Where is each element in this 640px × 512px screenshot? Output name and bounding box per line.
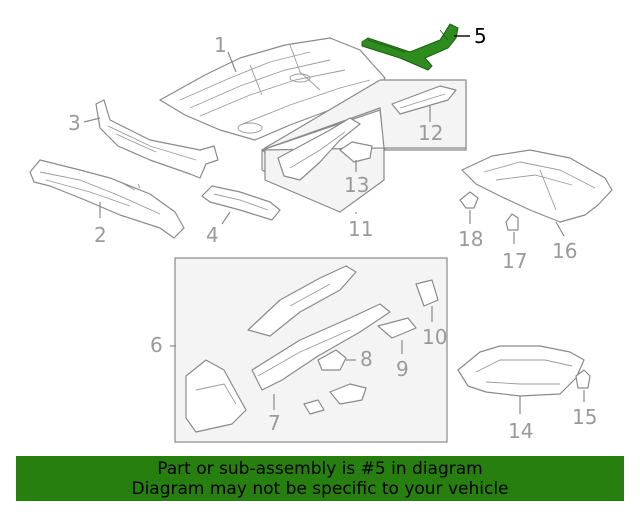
callout-2: 2 xyxy=(94,223,107,247)
group-6-box xyxy=(174,257,448,443)
callout-12: 12 xyxy=(418,121,443,145)
info-banner: Part or sub-assembly is #5 in diagram Di… xyxy=(16,456,624,501)
part-14-tray xyxy=(457,345,585,397)
callout-3: 3 xyxy=(68,111,81,135)
part-4-bracket xyxy=(201,185,281,221)
group-11-box xyxy=(260,79,467,213)
callouts: 1 2 3 4 5 6 7 8 9 10 11 12 13 14 15 16 1… xyxy=(68,24,597,443)
callout-7: 7 xyxy=(268,411,281,435)
callout-16: 16 xyxy=(552,239,577,263)
part-17-fastener xyxy=(505,213,519,231)
callout-9: 9 xyxy=(396,357,409,381)
callout-6: 6 xyxy=(150,333,163,357)
callout-1: 1 xyxy=(214,33,227,57)
callout-18: 18 xyxy=(458,227,483,251)
part-5-crossmember xyxy=(361,23,459,71)
callout-11: 11 xyxy=(348,217,373,241)
callout-4: 4 xyxy=(206,223,219,247)
part-2-side-sill xyxy=(29,159,185,239)
leader-lines xyxy=(83,35,585,414)
callout-13: 13 xyxy=(344,173,369,197)
callout-8: 8 xyxy=(360,347,373,371)
part-16-rear-floor xyxy=(461,149,613,223)
part-18-fastener xyxy=(459,191,479,209)
callout-15: 15 xyxy=(572,405,597,429)
part-3-cross-rail xyxy=(95,99,219,179)
callout-10: 10 xyxy=(422,325,447,349)
banner-line-1: Part or sub-assembly is #5 in diagram xyxy=(157,459,483,479)
part-15-fastener xyxy=(575,369,591,389)
callout-5: 5 xyxy=(474,24,487,48)
banner-line-2: Diagram may not be specific to your vehi… xyxy=(131,479,509,499)
callout-17: 17 xyxy=(502,249,527,273)
callout-14: 14 xyxy=(508,419,533,443)
part-1-floor-pan xyxy=(159,37,386,141)
